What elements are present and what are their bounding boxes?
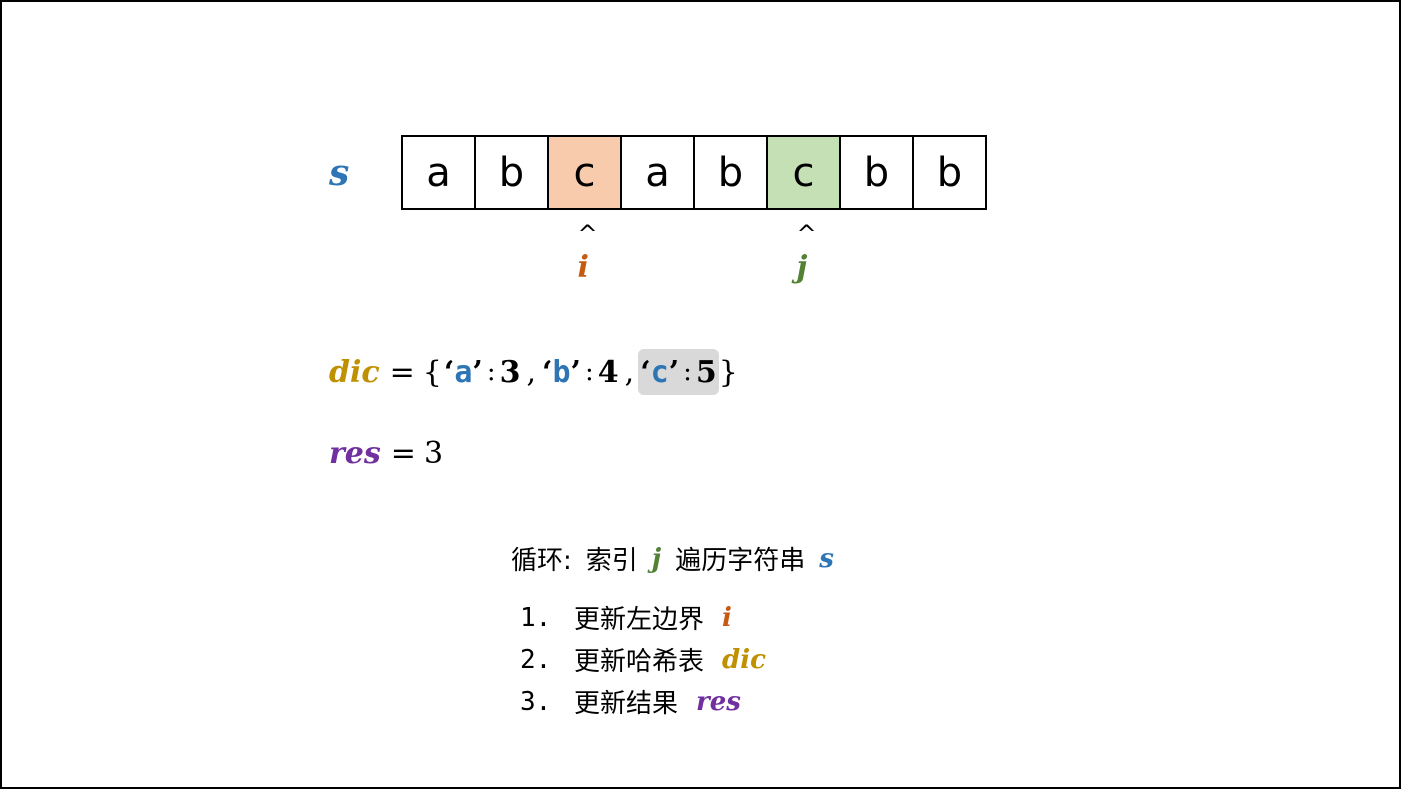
dic-colon: : (585, 357, 594, 387)
dic-key: a (454, 354, 473, 390)
array-cell: c (547, 135, 622, 210)
step-number: 3. (520, 686, 552, 717)
step-text: 更新左边界 (574, 605, 705, 635)
res-expression: res = 3 (329, 436, 443, 471)
loop-traverse-word: 遍历字符串 (675, 546, 806, 576)
array-cell: a (620, 135, 695, 210)
res-equals: = (390, 436, 416, 471)
dic-value: 5 (695, 354, 717, 390)
dic-value: 3 (499, 354, 521, 390)
dic-variable: dic (329, 354, 380, 390)
pointer-i-caret: ^ (577, 220, 598, 248)
dic-key: b (552, 354, 571, 390)
open-quote: ‘ (640, 354, 651, 390)
dic-comma: , (526, 354, 537, 390)
loop-string-var: s (819, 543, 834, 574)
dic-open-brace: { (422, 354, 442, 390)
step-number: 1. (520, 602, 552, 633)
step-variable: res (696, 686, 741, 717)
loop-index-word: 索引 (585, 546, 638, 576)
res-variable: res (329, 436, 381, 471)
string-variable-label: s (329, 152, 350, 194)
close-quote: ’ (472, 354, 483, 390)
close-quote: ’ (668, 354, 680, 390)
dic-pair: ‘b’:4 (540, 349, 621, 395)
pointer-j-label: j (796, 250, 808, 285)
array-cell: b (693, 135, 768, 210)
dic-close-brace: } (718, 354, 738, 390)
array-cell: b (839, 135, 914, 210)
step-item: 1. 更新左边界 i (520, 599, 732, 636)
dic-equals: = (389, 354, 415, 390)
dic-comma: , (624, 354, 635, 390)
array-cell: c (766, 135, 841, 210)
array-cell: b (474, 135, 549, 210)
loop-description: 循环: 索引 j 遍历字符串 s (511, 540, 834, 577)
dic-expression: dic = { ‘a’:3,‘b’:4,‘c’:5 } (329, 348, 738, 396)
step-variable: i (722, 602, 732, 633)
dic-pair: ‘c’:5 (638, 349, 719, 395)
dic-key: c (650, 354, 669, 390)
step-item: 3. 更新结果 res (520, 683, 741, 720)
step-variable: dic (722, 644, 766, 675)
dic-colon: : (683, 357, 692, 387)
dic-value: 4 (597, 354, 619, 390)
dic-pairs: ‘a’:3,‘b’:4,‘c’:5 (442, 349, 719, 395)
res-value: 3 (423, 436, 444, 471)
step-number: 2. (520, 644, 552, 675)
step-text: 更新哈希表 (574, 647, 705, 677)
loop-prefix: 循环: (511, 546, 572, 576)
loop-index-var: j (651, 543, 662, 574)
step-text: 更新结果 (574, 689, 679, 719)
open-quote: ‘ (542, 354, 553, 390)
open-quote: ‘ (443, 354, 455, 390)
array-cell: b (912, 135, 987, 210)
step-item: 2. 更新哈希表 dic (520, 641, 766, 678)
array-cell: a (401, 135, 476, 210)
dic-colon: : (486, 357, 496, 387)
dic-pair: ‘a’:3 (442, 349, 523, 395)
close-quote: ’ (570, 354, 581, 390)
pointer-i-label: i (577, 250, 589, 285)
pointer-j-caret: ^ (796, 220, 817, 248)
